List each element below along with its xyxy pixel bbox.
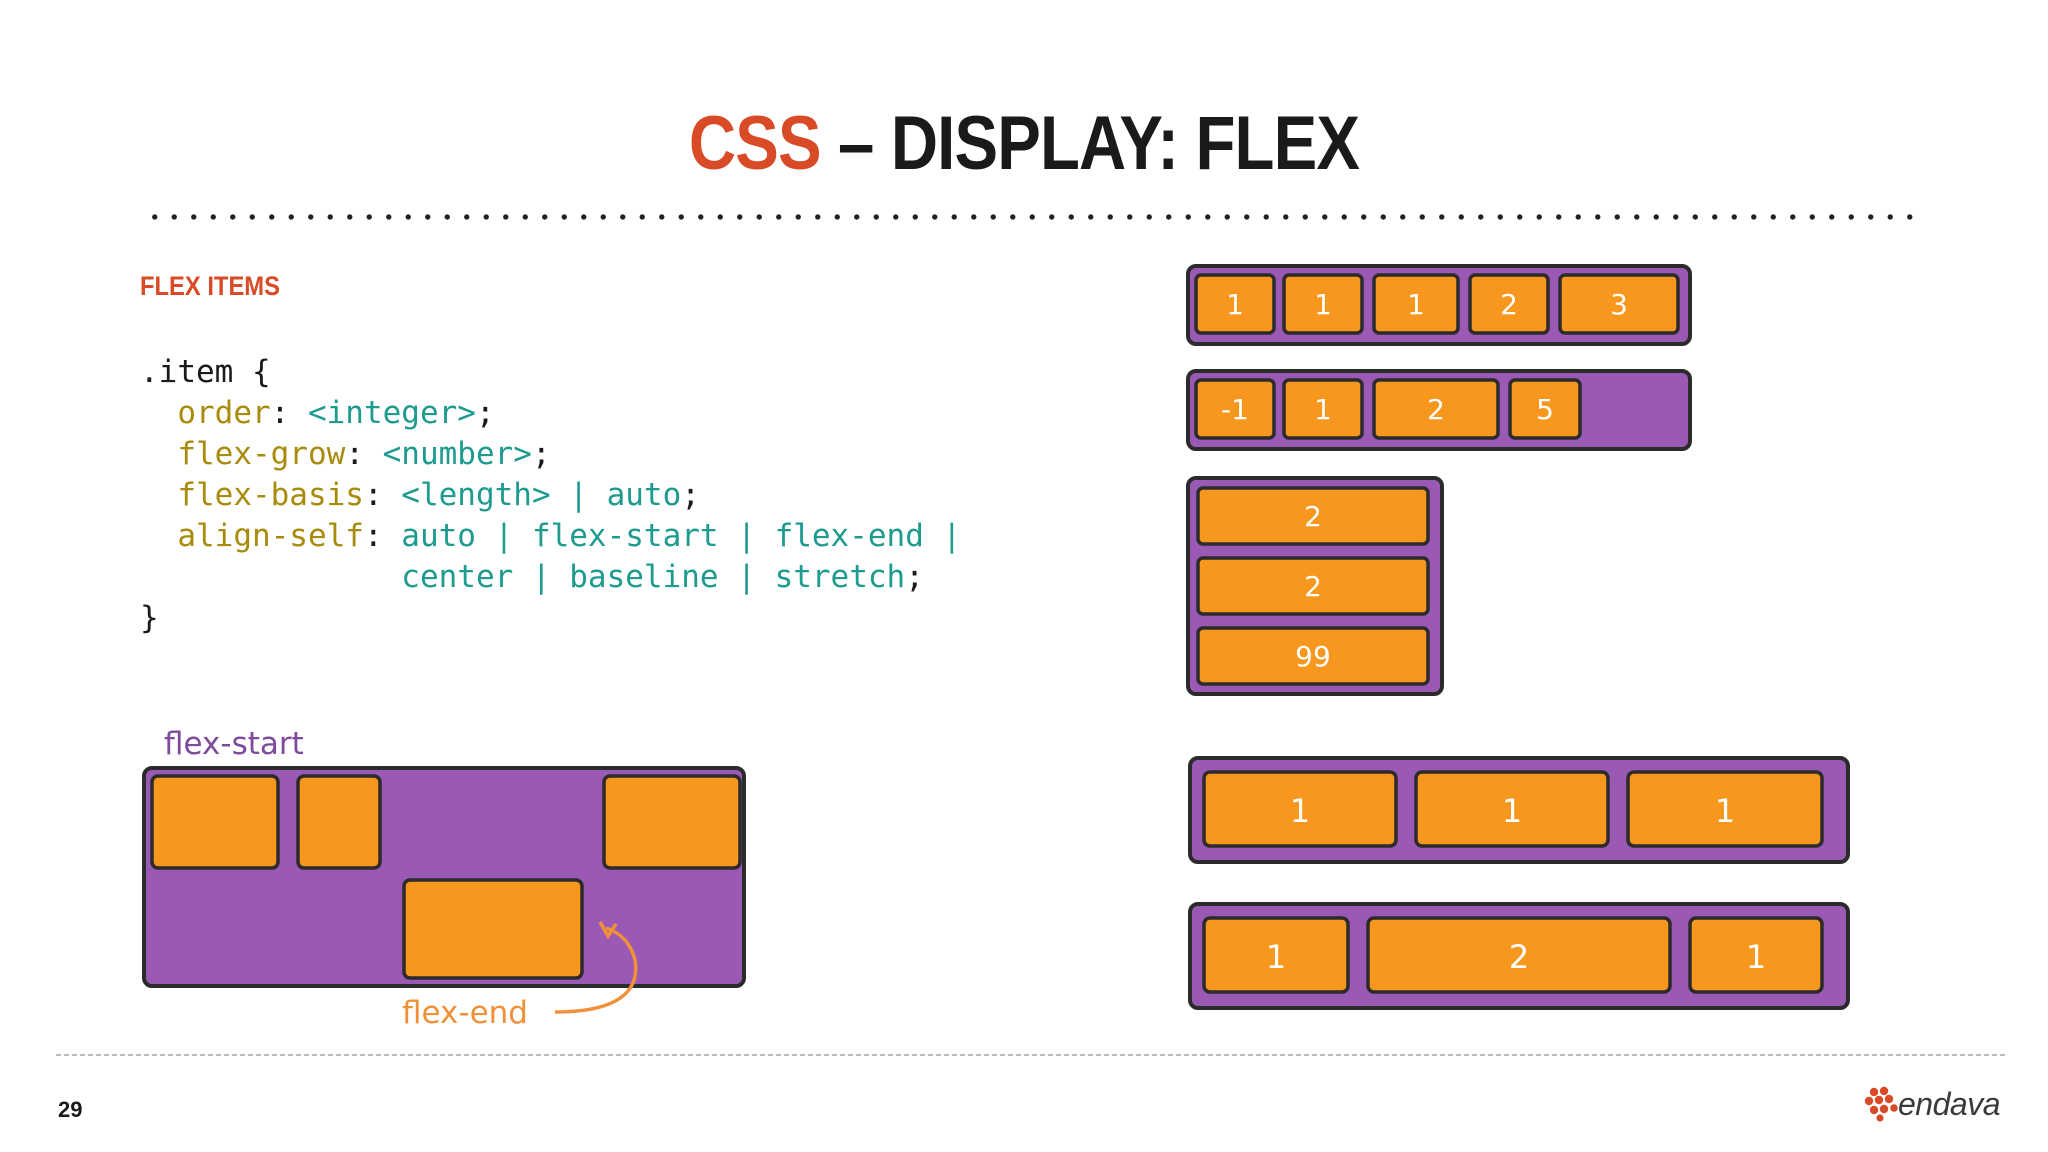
- order1-item-3: [1372, 273, 1460, 335]
- column-item-2: [1196, 556, 1430, 616]
- order2-item-2: [1282, 378, 1364, 440]
- code-val-basis: <length> | auto: [401, 477, 682, 513]
- grow1-label-1: 1: [1290, 792, 1310, 830]
- code-prop-basis: flex-basis: [177, 477, 364, 513]
- order2-item-3: [1372, 378, 1500, 440]
- order1-label-5: 3: [1610, 288, 1628, 321]
- column-label-1: 2: [1304, 500, 1322, 533]
- grow2-item-3: [1688, 916, 1824, 994]
- footer-divider: [56, 1054, 2008, 1056]
- slide-title: CSS – DISPLAY: FLEX: [143, 100, 1904, 187]
- code-val-align-1: auto | flex-start | flex-end |: [401, 518, 962, 554]
- flex-end-arrow: [554, 926, 638, 1014]
- order1-label-1: 1: [1226, 288, 1244, 321]
- grow2-item-1: [1202, 916, 1350, 994]
- flex-end-arrowhead: [598, 921, 618, 940]
- grow1-item-2: [1414, 770, 1610, 848]
- grow2-label-2: 2: [1509, 938, 1529, 976]
- column-label-2: 2: [1304, 570, 1322, 603]
- column-item-1: [1196, 486, 1430, 546]
- code-block: .item { order: <integer>; flex-grow: <nu…: [140, 354, 962, 636]
- column-label-3: 99: [1295, 640, 1331, 673]
- order2-item-1: [1194, 378, 1276, 440]
- label-flex-start: flex-start: [164, 726, 304, 762]
- order1-label-3: 1: [1407, 288, 1425, 321]
- order2-item-4: [1508, 378, 1582, 440]
- endava-logo: endava: [1860, 1082, 2010, 1132]
- page-number: 29: [58, 1097, 83, 1122]
- endava-flower-logo-icon: [1864, 1086, 1898, 1122]
- title-rest: – DISPLAY: FLEX: [820, 101, 1360, 186]
- code-prop-grow: flex-grow: [177, 436, 346, 472]
- grow2-label-1: 1: [1266, 938, 1286, 976]
- grow-row-2: 1 2 1: [1180, 898, 1860, 1018]
- order1-item-2: [1282, 273, 1364, 335]
- title-accent: CSS: [688, 101, 822, 186]
- code-prop-align: align-self: [177, 518, 364, 554]
- align-self-diagram: flex-start flex-end: [130, 710, 770, 1040]
- align-item-2: [296, 774, 382, 870]
- grow1-label-3: 1: [1715, 792, 1735, 830]
- code-val-align-2: center | baseline | stretch: [401, 559, 906, 595]
- order2-label-3: 2: [1427, 393, 1445, 426]
- align-container: [142, 766, 746, 988]
- code-line-open: .item {: [140, 354, 271, 390]
- grow-row-1: 1 1 1: [1180, 752, 1860, 872]
- align-item-1: [150, 774, 280, 870]
- align-item-3: [402, 878, 584, 980]
- section-label: FLEX ITEMS: [140, 271, 280, 301]
- grow2-item-2: [1366, 916, 1672, 994]
- order-row-1: 1 1 1 2 3: [1180, 260, 1700, 350]
- column-item-3: [1196, 626, 1430, 686]
- grow1-label-2: 1: [1502, 792, 1522, 830]
- order2-label-1: -1: [1221, 393, 1249, 426]
- order1-label-2: 1: [1314, 288, 1332, 321]
- order-column: 2 2 99: [1180, 472, 1450, 702]
- code-val-order: <integer>: [307, 395, 476, 431]
- code-line-close: }: [140, 600, 159, 636]
- order1-item-1: [1194, 273, 1276, 335]
- grow2-label-3: 1: [1746, 938, 1766, 976]
- code-val-grow: <number>: [382, 436, 532, 472]
- align-item-4: [602, 774, 742, 870]
- logo-text: endava: [1898, 1086, 2000, 1122]
- label-flex-end: flex-end: [402, 995, 528, 1031]
- order2-label-4: 5: [1536, 393, 1554, 426]
- order2-label-2: 1: [1314, 393, 1332, 426]
- grow1-item-1: [1202, 770, 1398, 848]
- order1-item-5: [1558, 273, 1680, 335]
- title-divider: [145, 212, 1925, 222]
- order-row-2: -1 1 2 5: [1180, 365, 1700, 455]
- order1-item-4: [1468, 273, 1550, 335]
- order1-label-4: 2: [1500, 288, 1518, 321]
- grow1-item-3: [1626, 770, 1824, 848]
- code-prop-order: order: [177, 395, 271, 431]
